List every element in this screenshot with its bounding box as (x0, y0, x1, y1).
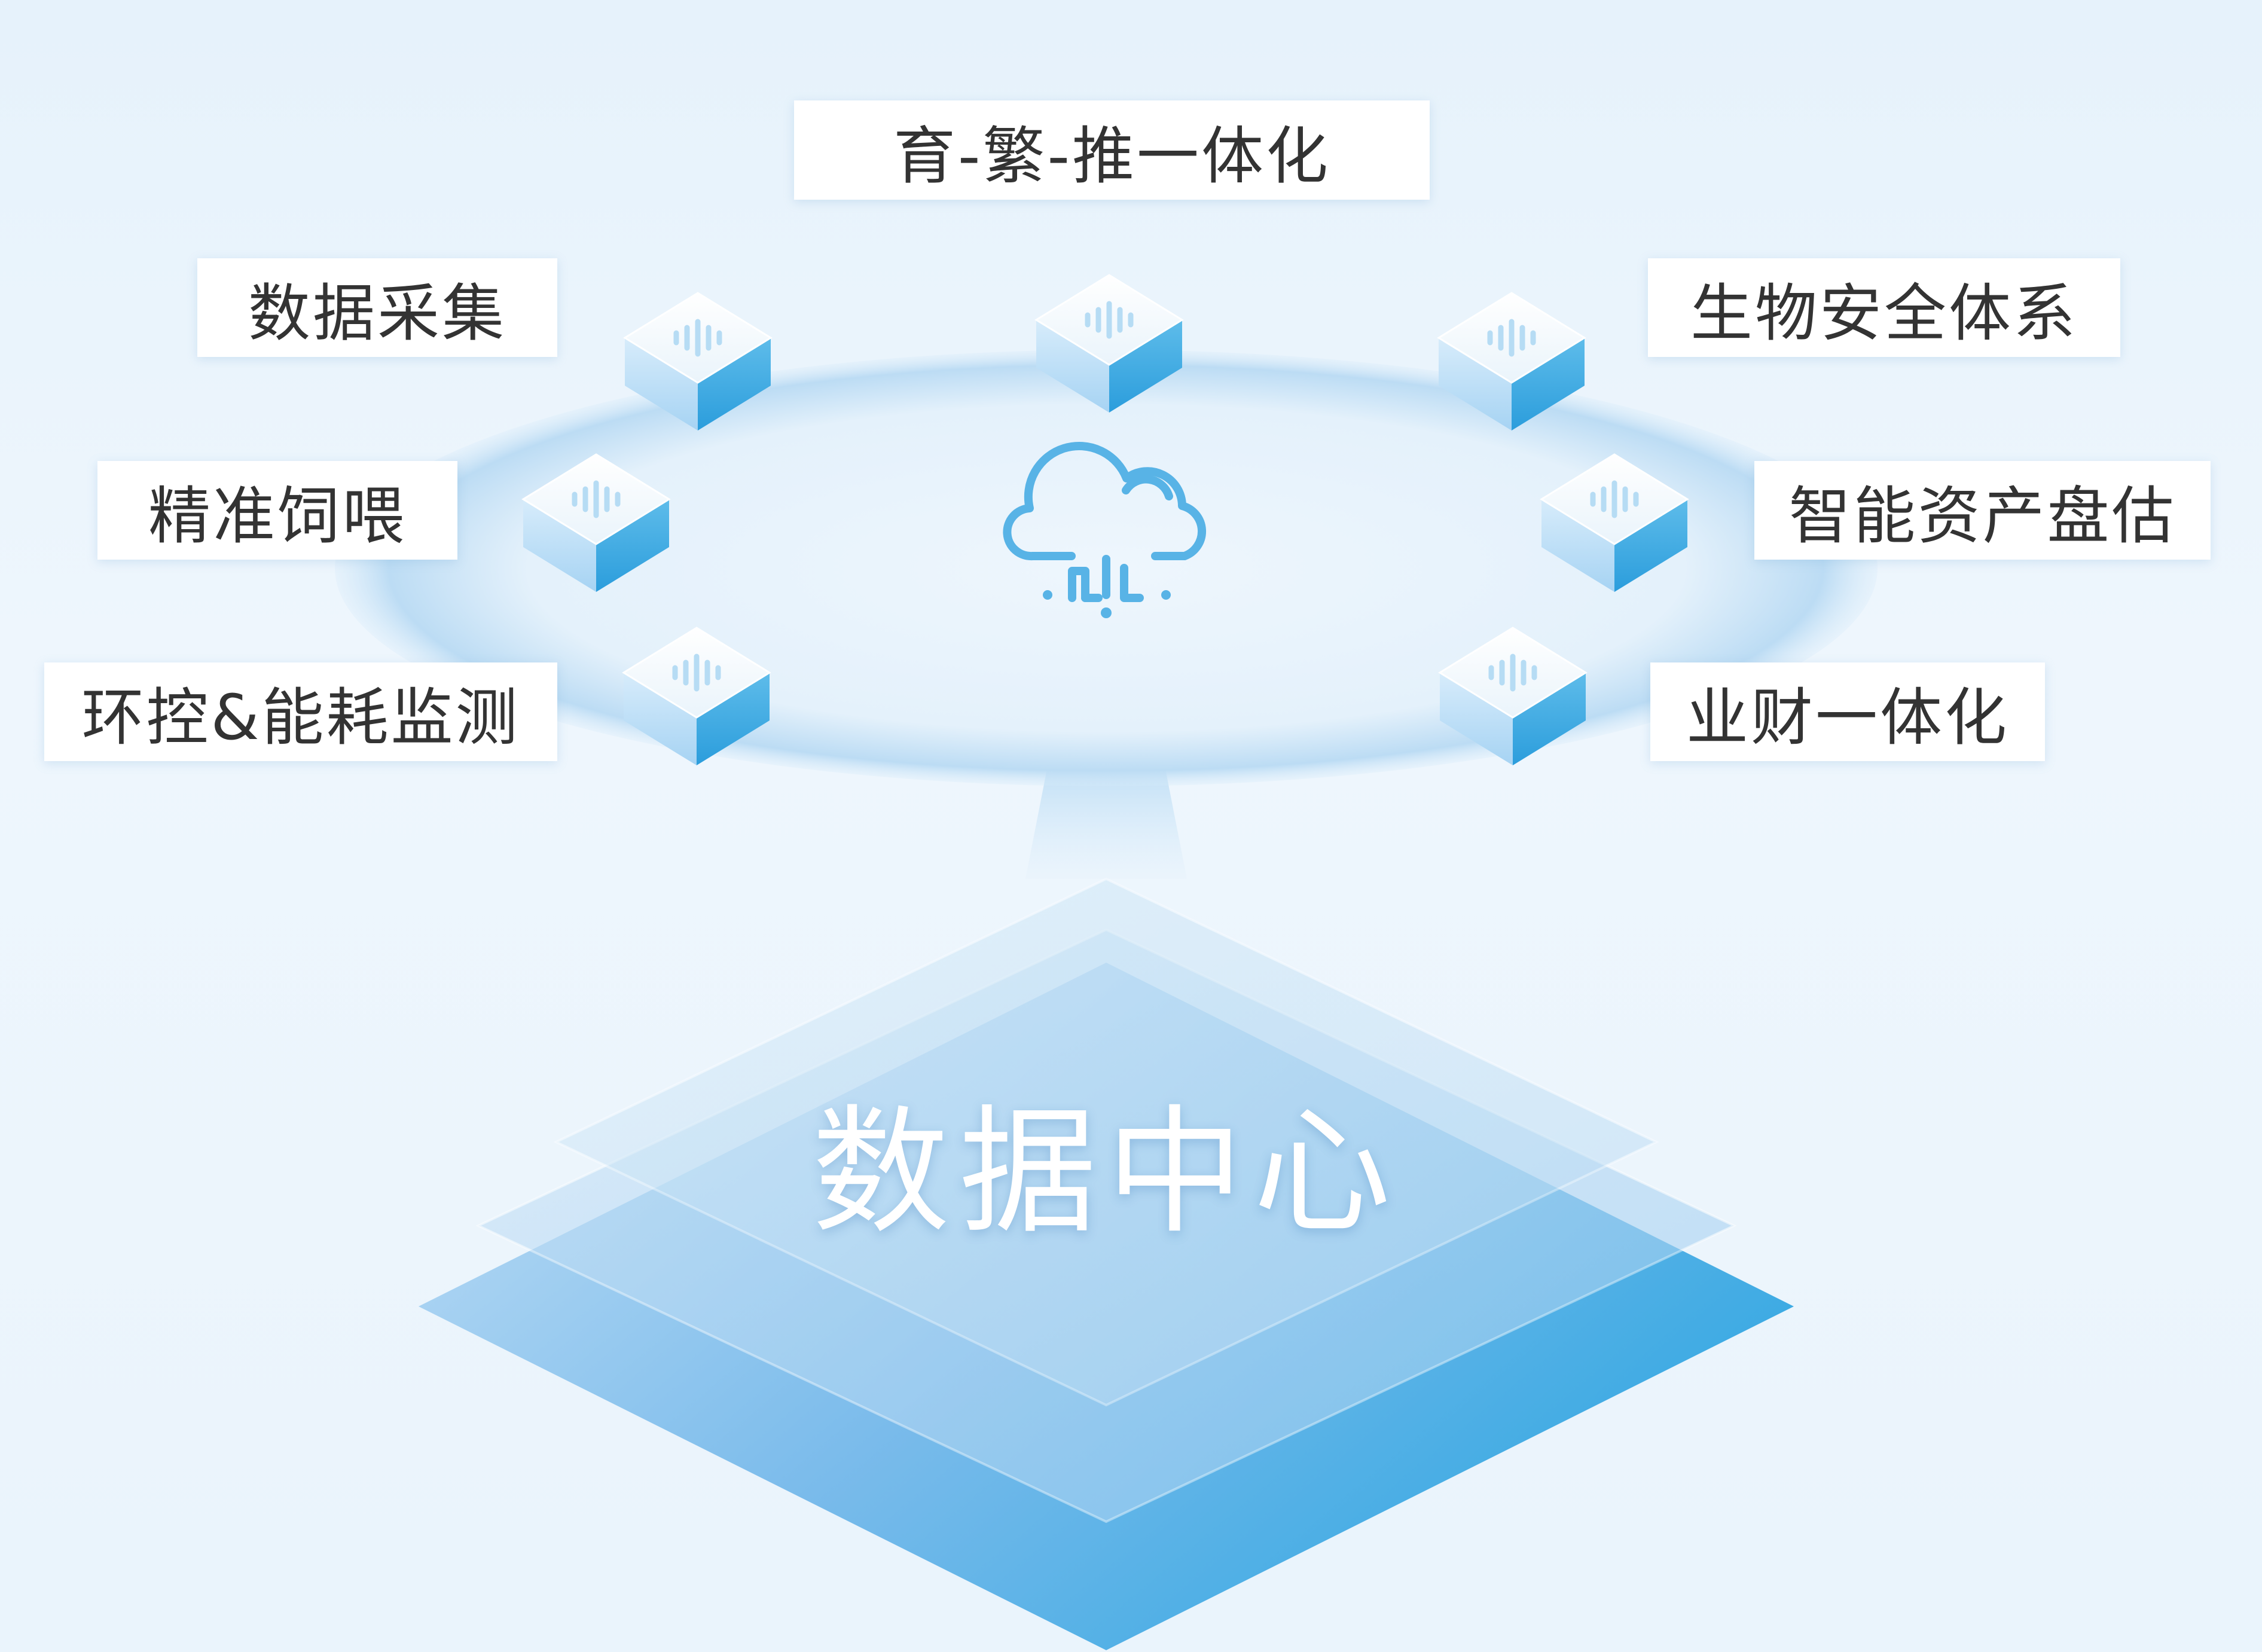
soundwave-icon (1085, 301, 1134, 339)
soundwave-icon (672, 654, 721, 692)
node-cube-env-energy (622, 627, 771, 765)
node-cube-data-collection (623, 292, 773, 430)
module-label-precision-feeding[interactable]: 精准饲喂 (97, 461, 457, 560)
soundwave-icon (1488, 654, 1537, 692)
cloud-upload-icon (1003, 442, 1207, 618)
node-cube-precision-feeding (521, 453, 671, 592)
module-label-data-collection[interactable]: 数据采集 (197, 258, 557, 357)
soundwave-icon (673, 319, 722, 357)
node-cube-biosecurity (1437, 292, 1586, 430)
soundwave-icon (1487, 319, 1536, 357)
platform-layer-top (553, 877, 1659, 1407)
data-center-title: 数据中心 (812, 1092, 1401, 1253)
module-label-biosecurity[interactable]: 生物安全体系 (1648, 258, 2120, 357)
module-label-asset-valuation[interactable]: 智能资产盘估 (1754, 461, 2211, 560)
module-label-finance[interactable]: 业财一体化 (1650, 662, 2045, 761)
data-center-platform (419, 877, 1794, 1650)
node-cube-breeding (1034, 274, 1184, 413)
node-cube-finance (1438, 627, 1588, 765)
soundwave-icon (572, 480, 621, 518)
module-label-env-energy[interactable]: 环控&能耗监测 (44, 662, 557, 761)
soundwave-icon (1590, 480, 1639, 518)
node-cube-asset-valuation (1540, 453, 1689, 592)
module-label-breeding[interactable]: 育-繁-推一体化 (794, 100, 1430, 200)
